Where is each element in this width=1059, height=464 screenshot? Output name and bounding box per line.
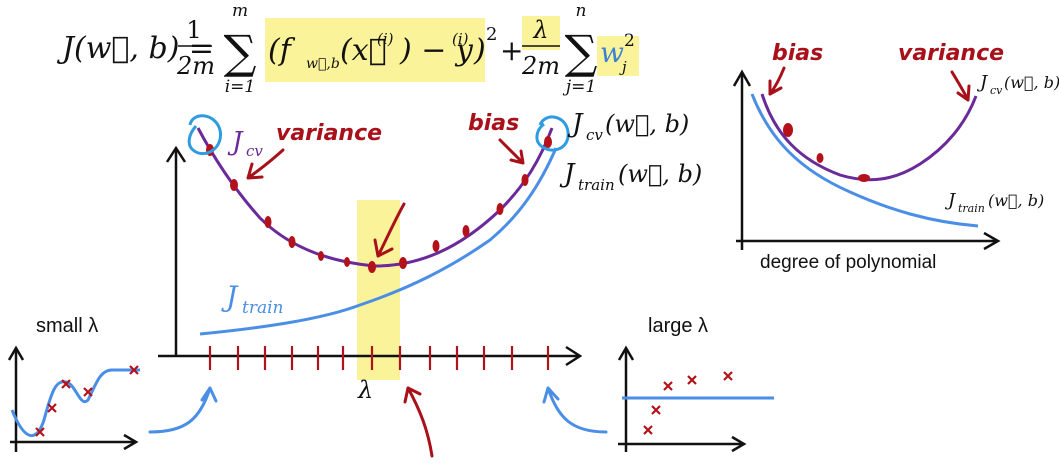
formula-sum2-top: n bbox=[576, 1, 587, 21]
x-axis-arrowhead bbox=[565, 345, 583, 367]
formula-highlight-wj bbox=[597, 36, 639, 76]
poly-jcv-curve bbox=[760, 93, 978, 182]
formula-frac2-denominator: 2m bbox=[521, 52, 560, 80]
label-jtrain-curve: J bbox=[221, 280, 239, 313]
formula-frac2-numerator: λ bbox=[532, 16, 548, 44]
formula-highlight-lambda bbox=[522, 16, 560, 50]
formula-w-sub: j bbox=[619, 58, 627, 76]
right-endpoint-circle bbox=[535, 115, 570, 152]
variance-arrow bbox=[246, 148, 285, 180]
poly-x-arrowhead bbox=[983, 231, 1001, 251]
large-lambda-data-points bbox=[643, 371, 733, 435]
bias-arrow bbox=[498, 138, 525, 165]
formula-term1-sup-i: (i) bbox=[377, 30, 394, 48]
formula-w-square: 2 bbox=[624, 31, 635, 51]
label-jtrain-curve-sub: train bbox=[242, 298, 283, 318]
poly-xlabel: degree of polynomial bbox=[760, 252, 936, 273]
formula-frac1-denominator: 2m bbox=[176, 52, 215, 80]
label-jcv-right-sub: cv bbox=[586, 126, 603, 144]
formula-term1-square: 2 bbox=[486, 24, 497, 45]
small-lambda-title: small λ bbox=[36, 315, 98, 337]
formula-term1-minus-y: ) − y bbox=[399, 33, 474, 68]
formula-w: w bbox=[600, 36, 624, 69]
poly-bias-arrow bbox=[768, 66, 786, 96]
formula-sum2-bottom: j=1 bbox=[562, 77, 596, 97]
y-axis-arrowhead bbox=[165, 145, 187, 163]
jtrain-curve bbox=[199, 147, 558, 336]
label-jtrain-right-sub: train bbox=[578, 176, 615, 194]
x-axis-label-lambda: λ bbox=[357, 376, 373, 404]
large-lambda-inset: large λ bbox=[617, 315, 774, 453]
label-jcv-left: J bbox=[227, 127, 244, 157]
poly-label-jtrain: J bbox=[944, 190, 957, 211]
small-y-arrowhead bbox=[7, 345, 25, 361]
small-lambda-connector-arrow bbox=[148, 386, 218, 434]
formula-term1-sup-i2: (i) bbox=[452, 30, 469, 48]
cost-function-formula: J(w⃗, b) = 1 2m ∑ m i=1 (f w⃗,b (x⃗ (i) … bbox=[56, 1, 639, 97]
formula-sum1-bottom: i=1 bbox=[225, 77, 256, 97]
label-jcv-right: J bbox=[567, 109, 584, 139]
large-lambda-connector-arrow bbox=[542, 386, 608, 434]
large-y-arrowhead bbox=[617, 345, 635, 361]
poly-label-jtrain-args: (w⃗, b) bbox=[988, 191, 1044, 210]
main-plot: λ J cv variance bias bbox=[148, 109, 702, 458]
label-jcv-left-sub: cv bbox=[246, 142, 263, 160]
label-jcv-right-args: (w⃗, b) bbox=[605, 110, 689, 138]
polynomial-degree-plot: bias variance J cv (w⃗, b) J train (w⃗, … bbox=[732, 41, 1059, 273]
small-x-arrowhead bbox=[123, 433, 139, 451]
poly-label-bias: bias bbox=[772, 41, 823, 66]
poly-jcv-sample-points bbox=[783, 123, 870, 182]
formula-lhs: J(w⃗, b) = bbox=[56, 31, 214, 66]
poly-y-arrowhead bbox=[732, 69, 752, 87]
formula-sum1-sign: ∑ bbox=[224, 25, 257, 79]
poly-label-variance: variance bbox=[898, 41, 1004, 66]
poly-label-jcv-args: (w⃗, b) bbox=[1004, 73, 1059, 92]
jcv-sample-points bbox=[206, 136, 552, 273]
lambda-tick-marks bbox=[208, 346, 550, 370]
poly-label-jtrain-sub: train bbox=[958, 202, 985, 215]
poly-jtrain-curve bbox=[750, 93, 979, 228]
lambda-highlight-band bbox=[357, 200, 400, 380]
formula-term1-close: ) bbox=[473, 33, 486, 68]
formula-sum1-top: m bbox=[232, 1, 248, 21]
small-lambda-inset: small λ bbox=[7, 315, 140, 452]
label-bias: bias bbox=[468, 111, 519, 136]
optimal-lambda-arrow bbox=[373, 202, 406, 258]
formula-plus: + bbox=[500, 34, 523, 67]
formula-term1-sub: w⃗,b bbox=[306, 56, 340, 72]
small-lambda-data-points bbox=[35, 365, 139, 437]
large-x-arrowhead bbox=[731, 435, 747, 453]
formula-term1-x: (x⃗ bbox=[340, 33, 387, 68]
lambda-pointer-arrow bbox=[403, 386, 434, 458]
left-endpoint-circle bbox=[187, 114, 222, 156]
large-lambda-title: large λ bbox=[648, 315, 708, 337]
formula-frac1-numerator: 1 bbox=[186, 16, 201, 44]
poly-label-jcv: J bbox=[976, 72, 989, 93]
formula-highlight-error-term bbox=[265, 18, 485, 82]
label-variance: variance bbox=[276, 121, 382, 146]
poly-label-jcv-sub: cv bbox=[990, 84, 1003, 97]
formula-sum2-sign: ∑ bbox=[565, 25, 598, 79]
poly-variance-arrow bbox=[950, 70, 971, 102]
label-jtrain-right-args: (w⃗, b) bbox=[618, 160, 702, 188]
small-lambda-overfit-curve bbox=[10, 368, 140, 438]
label-jtrain-right: J bbox=[559, 159, 576, 189]
